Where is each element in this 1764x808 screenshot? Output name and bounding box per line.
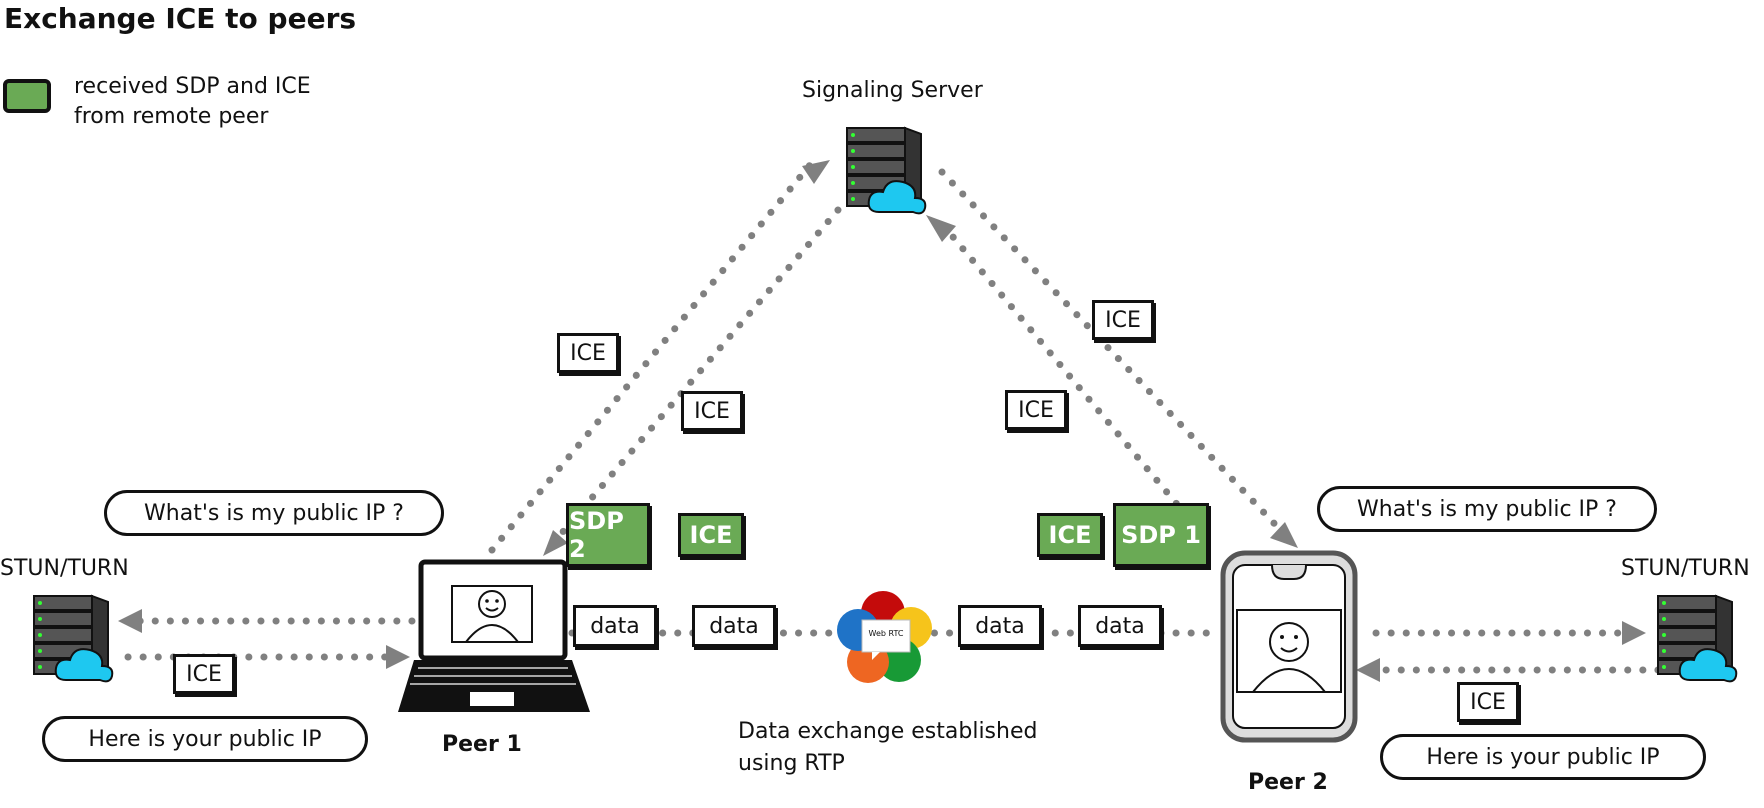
received-sdp2-tag: SDP 2	[566, 503, 650, 567]
webrtc-logo-icon	[837, 591, 932, 683]
data-packet: data	[958, 605, 1042, 647]
ice-line-server-to-peer2	[938, 168, 1291, 541]
peer2-label: Peer 2	[1248, 770, 1328, 795]
received-ice-tag-peer2: ICE	[1037, 513, 1103, 557]
ice-tag: ICE	[1092, 300, 1154, 340]
arrowhead-icon	[386, 645, 410, 669]
arrowhead-icon	[1356, 658, 1380, 682]
stun-right-label: STUN/TURN	[1621, 556, 1750, 581]
legend-line-2: from remote peer	[74, 104, 269, 129]
data-packet: data	[573, 605, 657, 647]
data-packet: data	[692, 605, 776, 647]
data-packet: data	[1078, 605, 1162, 647]
peer1-label: Peer 1	[442, 732, 522, 757]
bubble-right-question: What's is my public IP ?	[1317, 486, 1657, 532]
bubble-left-answer: Here is your public IP	[42, 716, 368, 762]
ice-tag: ICE	[557, 333, 619, 373]
rtp-caption: Data exchange established using RTP	[738, 716, 1037, 780]
phone-icon	[1220, 550, 1358, 743]
ice-tag: ICE	[681, 391, 743, 431]
laptop-icon	[398, 559, 590, 712]
signaling-server-label: Signaling Server	[802, 78, 983, 103]
arrowhead-icon	[926, 215, 956, 242]
stun-left-label: STUN/TURN	[0, 556, 129, 581]
bubble-left-question: What's is my public IP ?	[104, 490, 444, 536]
legend-text: received SDP and ICE from remote peer	[74, 72, 311, 132]
legend-line-1: received SDP and ICE	[74, 74, 311, 99]
arrowhead-icon	[543, 530, 568, 556]
diagram-title: Exchange ICE to peers	[4, 2, 357, 35]
ice-tag: ICE	[1005, 390, 1067, 430]
arrowhead-icon	[1622, 621, 1646, 645]
arrowhead-icon	[802, 160, 830, 184]
arrowhead-icon	[1270, 522, 1298, 548]
ice-tag: ICE	[1457, 682, 1519, 722]
rtp-caption-line-1: Data exchange established	[738, 719, 1038, 744]
webrtc-logo-text: Web RTC	[868, 629, 904, 638]
signaling-server-icon	[846, 127, 927, 215]
bubble-right-answer: Here is your public IP	[1380, 734, 1706, 780]
ice-line-peer1-to-server	[488, 161, 814, 554]
arrowhead-icon	[118, 609, 142, 633]
rtp-caption-line-2: using RTP	[738, 751, 845, 776]
ice-tag: ICE	[173, 654, 235, 694]
received-sdp1-tag: SDP 1	[1113, 503, 1209, 567]
stun-server-left-icon	[33, 595, 114, 683]
ice-line-peer2-to-server	[939, 221, 1190, 519]
received-ice-tag-peer1: ICE	[678, 513, 744, 557]
ice-line-server-to-peer1	[545, 206, 842, 552]
stun-server-right-icon	[1657, 595, 1738, 683]
legend-swatch	[3, 79, 51, 113]
